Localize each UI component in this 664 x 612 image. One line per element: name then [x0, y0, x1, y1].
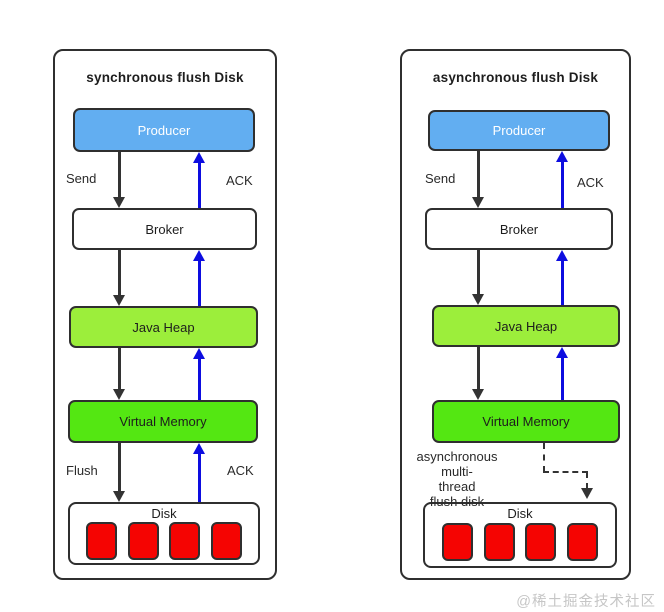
node-java-heap-label: Java Heap [132, 319, 195, 335]
disk-block [525, 523, 557, 561]
arrow-line [198, 260, 201, 306]
dashed-flush-arrow-segment-icon [586, 472, 588, 489]
arrow-line [561, 161, 564, 208]
flow-arrow-broker-to-javaheap-icon [472, 250, 485, 305]
arrow-head [193, 443, 205, 454]
ack-arrow-broker-to-producer-icon [193, 152, 206, 208]
arrow-line [477, 151, 480, 198]
arrow-head [472, 197, 484, 208]
node-broker: Broker [72, 208, 257, 250]
node-java-heap: Java Heap [69, 306, 258, 348]
async-flush-note-line: asynchronous multi- [416, 449, 498, 479]
disk-blocks [425, 522, 615, 566]
flow-arrow-javaheap-to-vm-icon [472, 347, 485, 400]
node-virtual-memory: Virtual Memory [68, 400, 258, 443]
arrow-head [113, 389, 125, 400]
arrow-line [198, 162, 201, 208]
ack-arrow-vm-to-javaheap-icon [193, 348, 206, 400]
arrow-head [556, 347, 568, 358]
ack-arrow-vm-to-javaheap-icon [556, 347, 569, 400]
watermark: @稀土掘金技术社区 [516, 594, 656, 610]
arrow-head [113, 197, 125, 208]
send-label: Send [66, 171, 97, 186]
flush-arrow-icon [113, 443, 126, 502]
disk-label: Disk [151, 506, 177, 521]
arrow-head [472, 294, 484, 305]
disk-box: Disk [423, 502, 617, 568]
node-java-heap: Java Heap [432, 305, 620, 347]
node-producer: Producer [428, 110, 610, 151]
arrow-head [113, 295, 125, 306]
panel-title: asynchronous flush Disk [432, 70, 599, 85]
arrow-head [193, 250, 205, 261]
ack-label: ACK [226, 173, 253, 188]
arrow-line [118, 152, 121, 198]
send-label: Send [425, 171, 456, 186]
arrow-line [561, 357, 564, 400]
ack-arrow-disk-to-vm-icon [193, 443, 206, 502]
arrow-head [472, 389, 484, 400]
ack-arrow-broker-to-producer-icon [556, 151, 569, 208]
disk-block [169, 522, 201, 560]
flow-arrow-broker-to-javaheap-icon [113, 250, 126, 306]
disk-block [441, 523, 473, 561]
node-producer: Producer [73, 108, 255, 152]
send-arrow-icon [113, 152, 126, 208]
dashed-flush-arrow-segment-icon [543, 471, 588, 473]
async-flush-note: asynchronous multi- thread flush disk [409, 449, 505, 509]
flush-label: Flush [66, 463, 98, 478]
dashed-flush-arrow-head-icon [580, 488, 593, 499]
arrow-line [198, 358, 201, 400]
arrow-line [118, 443, 121, 492]
arrow-head [556, 151, 568, 162]
node-broker-label: Broker [499, 221, 539, 237]
ack-arrow-javaheap-to-broker-icon [193, 250, 206, 306]
node-virtual-memory-label: Virtual Memory [119, 414, 207, 429]
node-producer-label: Producer [492, 123, 546, 138]
disk-block [86, 522, 118, 560]
disk-block [210, 522, 242, 560]
panel-synchronous: synchronous flush Disk Producer Broker J… [53, 49, 277, 580]
arrow-line [118, 250, 121, 296]
flow-arrow-javaheap-to-vm-icon [113, 348, 126, 400]
async-flush-note-line: thread [438, 479, 476, 494]
arrow-line [118, 348, 121, 390]
node-java-heap-label: Java Heap [494, 318, 558, 334]
arrow-head [193, 152, 205, 163]
arrow-head [193, 348, 205, 359]
disk-box: Disk [68, 502, 260, 565]
send-arrow-icon [472, 151, 485, 208]
arrow-head [113, 491, 125, 502]
node-virtual-memory: Virtual Memory [432, 400, 620, 443]
arrow-line [477, 250, 480, 295]
disk-block [127, 522, 159, 560]
ack-bottom-label: ACK [227, 463, 254, 478]
node-broker: Broker [425, 208, 613, 250]
arrow-line [561, 260, 564, 305]
ack-label: ACK [577, 175, 604, 190]
disk-block [567, 523, 599, 561]
node-producer-label: Producer [137, 122, 191, 138]
ack-arrow-javaheap-to-broker-icon [556, 250, 569, 305]
disk-blocks [70, 522, 258, 564]
arrow-head [556, 250, 568, 261]
disk-block [483, 523, 515, 561]
node-virtual-memory-label: Virtual Memory [482, 414, 570, 429]
async-flush-note-line: flush disk [429, 494, 485, 509]
arrow-line [477, 347, 480, 390]
node-broker-label: Broker [145, 221, 184, 237]
disk-label: Disk [507, 506, 533, 521]
arrow-line [198, 453, 201, 502]
panel-asynchronous: asynchronous flush Disk Producer Broker … [400, 49, 631, 580]
panel-title: synchronous flush Disk [86, 70, 244, 85]
dashed-flush-arrow-segment-icon [543, 443, 545, 472]
